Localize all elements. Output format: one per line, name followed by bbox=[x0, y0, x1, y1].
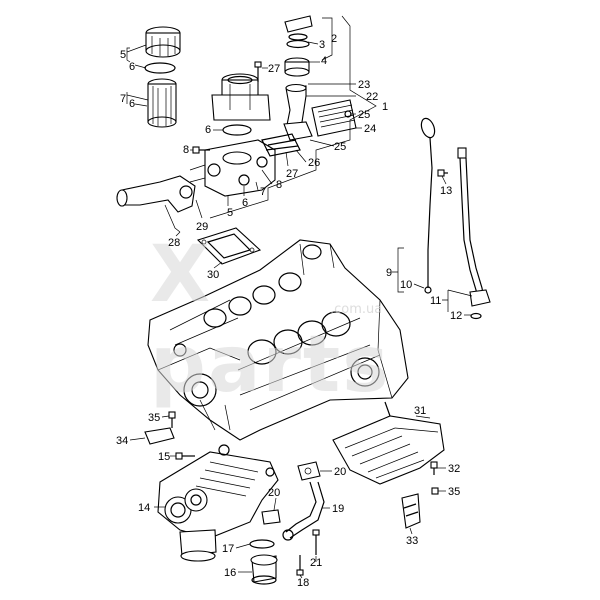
callout-26: 26 bbox=[308, 157, 320, 169]
callout-3: 3 bbox=[319, 39, 325, 51]
callout-28: 28 bbox=[168, 237, 180, 249]
callout-25: 25 bbox=[358, 109, 370, 121]
callout-12: 12 bbox=[450, 310, 462, 322]
callout-5: 5 bbox=[227, 207, 233, 219]
cooler-gaskets[interactable] bbox=[261, 133, 301, 157]
oil-dipstick[interactable] bbox=[419, 117, 437, 294]
callout-34: 34 bbox=[116, 435, 128, 447]
callout-7: 7 bbox=[120, 93, 126, 105]
callout-15: 15 bbox=[158, 451, 170, 463]
dipstick-guide-tube[interactable] bbox=[457, 147, 491, 320]
callout-20: 20 bbox=[268, 487, 280, 499]
callout-25: 25 bbox=[334, 141, 346, 153]
callout-4: 4 bbox=[321, 55, 327, 67]
oil-filler-cap[interactable] bbox=[284, 15, 313, 49]
callout-19: 19 bbox=[332, 503, 344, 515]
gasket-17[interactable] bbox=[249, 539, 275, 549]
callout-6: 6 bbox=[242, 197, 248, 209]
bolt-15[interactable] bbox=[175, 452, 195, 460]
leader-lines bbox=[126, 15, 473, 579]
callout-9: 9 bbox=[386, 267, 392, 279]
callout-8: 8 bbox=[276, 179, 282, 191]
bracket-34[interactable] bbox=[144, 418, 175, 445]
bolt-18[interactable] bbox=[296, 555, 304, 576]
filler-neck-seal[interactable] bbox=[284, 57, 310, 77]
callout-35: 35 bbox=[448, 486, 460, 498]
callout-labels: 5 6 7 6 27 6 8 3 2 4 23 22 1 25 24 25 26… bbox=[116, 33, 462, 589]
flange-gasket[interactable] bbox=[196, 227, 262, 265]
oil-filter-cap[interactable] bbox=[145, 26, 181, 58]
callout-27: 27 bbox=[268, 63, 280, 75]
oil-cooler[interactable] bbox=[311, 99, 357, 137]
callout-2: 2 bbox=[331, 33, 337, 45]
callout-33: 33 bbox=[406, 535, 418, 547]
gasket-20-lower[interactable] bbox=[261, 509, 281, 525]
callout-1: 1 bbox=[382, 101, 388, 113]
callout-10: 10 bbox=[400, 279, 412, 291]
oil-pump[interactable] bbox=[157, 444, 279, 539]
callout-24: 24 bbox=[364, 123, 376, 135]
oil-filter-housing[interactable] bbox=[211, 73, 271, 121]
bolt-32[interactable] bbox=[430, 461, 438, 475]
callout-16: 16 bbox=[224, 567, 236, 579]
bracket-33[interactable] bbox=[401, 493, 421, 529]
callout-20: 20 bbox=[334, 466, 346, 478]
callout-27: 27 bbox=[286, 168, 298, 180]
callout-5: 5 bbox=[120, 49, 126, 61]
callout-29: 29 bbox=[196, 221, 208, 233]
oil-filter-bracket[interactable] bbox=[189, 139, 276, 197]
gasket-20-upper[interactable] bbox=[297, 461, 321, 481]
dipstick-bolt[interactable] bbox=[437, 169, 448, 177]
watermark-domain: .com.ua bbox=[330, 302, 383, 317]
callout-22: 22 bbox=[366, 91, 378, 103]
callout-32: 32 bbox=[448, 463, 460, 475]
bolt-27[interactable] bbox=[254, 61, 262, 82]
callout-6: 6 bbox=[129, 61, 135, 73]
bolt-21[interactable] bbox=[312, 529, 320, 555]
callout-6: 6 bbox=[205, 124, 211, 136]
housing-seal-ring[interactable] bbox=[222, 124, 252, 136]
callout-11: 11 bbox=[430, 295, 441, 307]
callout-6: 6 bbox=[129, 98, 135, 110]
callout-18: 18 bbox=[297, 577, 309, 589]
bolt-35-left[interactable] bbox=[168, 411, 176, 419]
coolant-pipe[interactable] bbox=[116, 175, 196, 233]
callout-35: 35 bbox=[148, 412, 160, 424]
oil-baffle-plate[interactable] bbox=[332, 401, 445, 485]
filter-seal-ring[interactable] bbox=[144, 62, 176, 74]
oil-pickup-tube[interactable] bbox=[179, 529, 217, 562]
engine-block[interactable] bbox=[147, 239, 409, 441]
callout-17: 17 bbox=[222, 543, 234, 555]
callout-30: 30 bbox=[207, 269, 219, 281]
callout-23: 23 bbox=[358, 79, 370, 91]
oil-pipe-19[interactable] bbox=[282, 481, 325, 541]
callout-21: 21 bbox=[310, 557, 322, 569]
callout-14: 14 bbox=[138, 502, 150, 514]
oil-filler-neck[interactable] bbox=[283, 83, 313, 141]
callout-13: 13 bbox=[440, 185, 452, 197]
strainer-16[interactable] bbox=[250, 554, 278, 585]
bolt-35-right[interactable] bbox=[431, 487, 439, 495]
callout-7: 7 bbox=[260, 186, 266, 198]
oil-filter-element[interactable] bbox=[147, 78, 177, 128]
callout-31: 31 bbox=[414, 405, 426, 417]
callout-8: 8 bbox=[183, 144, 189, 156]
